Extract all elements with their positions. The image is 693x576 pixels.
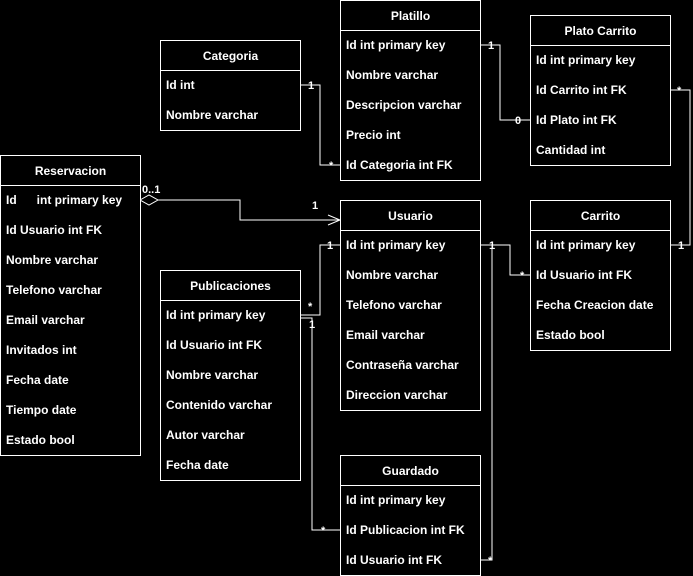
edge-platocarrito-carrito xyxy=(670,89,691,246)
edge-usuario-carrito xyxy=(480,244,530,276)
attribute: Id Plato int FK xyxy=(536,113,617,127)
attribute: Fecha date xyxy=(6,373,69,387)
attribute: Id int primary key xyxy=(536,53,636,67)
entity-usuario[interactable]: Usuario Id int primary key Nombre varcha… xyxy=(340,200,481,411)
attribute: Tiempo date xyxy=(6,403,77,417)
attribute: Id int primary key xyxy=(166,308,266,322)
entity-title: Platillo xyxy=(391,9,430,23)
entity-title: Usuario xyxy=(388,209,433,223)
attribute: Contenido varchar xyxy=(166,398,272,412)
edge-usuario-publicaciones xyxy=(300,244,340,316)
attribute: Autor varchar xyxy=(166,428,245,442)
attribute: Telefono varchar xyxy=(346,298,442,312)
attribute: Cantidad int xyxy=(536,143,605,157)
attribute: Id int primary key xyxy=(346,238,446,252)
attribute: Telefono varchar xyxy=(6,283,102,297)
entity-title: Publicaciones xyxy=(190,279,271,293)
cardinality-label: 0 xyxy=(515,115,521,127)
edge-platillo-platocarrito xyxy=(480,44,530,121)
attribute: Estado bool xyxy=(536,328,605,342)
aggregation-diamond xyxy=(138,194,160,206)
cardinality-label: 1 xyxy=(489,240,495,252)
edge-reservacion-usuario xyxy=(158,199,340,221)
entity-categoria[interactable]: Categoria Id int Nombre varchar xyxy=(160,40,301,131)
attribute: Email varchar xyxy=(346,328,425,342)
attribute: Id Usuario int FK xyxy=(536,268,632,282)
edge-categoria-platillo xyxy=(300,84,340,166)
entity-title: Carrito xyxy=(581,209,620,223)
entity-reservacion[interactable]: Reservacion Id int primary key Id Usuari… xyxy=(0,155,141,456)
attribute: Id Categoria int FK xyxy=(346,158,453,172)
cardinality-label: 1 xyxy=(312,200,318,212)
attribute: Id Usuario int FK xyxy=(166,338,262,352)
cardinality-label: 1 xyxy=(488,40,494,52)
attribute: Id int primary key xyxy=(6,193,122,207)
attribute: Invitados int xyxy=(6,343,77,357)
attribute: Nombre varchar xyxy=(346,68,438,82)
attribute: Nombre varchar xyxy=(346,268,438,282)
cardinality-label: * xyxy=(488,555,493,567)
entity-title: Plato Carrito xyxy=(564,24,636,38)
entity-box xyxy=(340,455,481,576)
entity-box xyxy=(160,40,301,131)
attribute: Id int primary key xyxy=(346,38,446,52)
attribute: Id Usuario int FK xyxy=(346,553,442,567)
attribute: Contraseña varchar xyxy=(346,358,459,372)
attribute: Email varchar xyxy=(6,313,85,327)
entity-box xyxy=(530,200,671,351)
edge-publicaciones-guardado xyxy=(300,317,340,531)
attribute: Fecha date xyxy=(166,458,229,472)
entity-plato-carrito[interactable]: Plato Carrito Id int primary key Id Carr… xyxy=(530,15,671,166)
attribute: Id Publicacion int FK xyxy=(346,523,465,537)
cardinality-label: 0..1 xyxy=(142,184,160,196)
entity-title: Guardado xyxy=(382,464,439,478)
relationship-edges xyxy=(138,44,691,561)
attribute: Id int primary key xyxy=(346,493,446,507)
cardinality-label: * xyxy=(308,301,313,313)
cardinality-label: * xyxy=(321,525,326,537)
attribute: Fecha Creacion date xyxy=(536,298,654,312)
entity-publicaciones[interactable]: Publicaciones Id int primary key Id Usua… xyxy=(160,270,301,481)
cardinality-label: 1 xyxy=(327,240,333,252)
cardinality-label: 1 xyxy=(309,319,315,331)
attribute: Id Carrito int FK xyxy=(536,83,627,97)
attribute: Id int primary key xyxy=(536,238,636,252)
cardinality-label: 1 xyxy=(678,240,684,252)
attribute: Nombre varchar xyxy=(166,108,258,122)
cardinality-label: * xyxy=(677,85,682,97)
attribute: Descripcion varchar xyxy=(346,98,462,112)
attribute: Estado bool xyxy=(6,433,75,447)
entity-box xyxy=(0,155,141,456)
entity-box xyxy=(340,200,481,411)
entity-title: Categoria xyxy=(203,49,259,63)
attribute: Id Usuario int FK xyxy=(6,223,102,237)
cardinality-labels: 1 * 1 0 * 1 0..1 1 1 * 1 * 1 * * xyxy=(142,40,684,567)
entity-carrito[interactable]: Carrito Id int primary key Id Usuario in… xyxy=(530,200,671,351)
cardinality-label: 1 xyxy=(308,80,314,92)
cardinality-label: * xyxy=(520,270,525,282)
attribute: Id int xyxy=(166,78,195,92)
attribute: Direccion varchar xyxy=(346,388,448,402)
entity-box xyxy=(160,270,301,481)
entity-title: Reservacion xyxy=(35,164,106,178)
edge-usuario-guardado xyxy=(480,244,493,561)
cardinality-label: * xyxy=(329,160,334,172)
entity-platillo[interactable]: Platillo Id int primary key Nombre varch… xyxy=(340,0,481,181)
entity-box xyxy=(530,15,671,166)
attribute: Nombre varchar xyxy=(166,368,258,382)
entity-box xyxy=(340,0,481,181)
attribute: Nombre varchar xyxy=(6,253,98,267)
attribute: Precio int xyxy=(346,128,401,142)
entity-guardado[interactable]: Guardado Id int primary key Id Publicaci… xyxy=(340,455,481,576)
